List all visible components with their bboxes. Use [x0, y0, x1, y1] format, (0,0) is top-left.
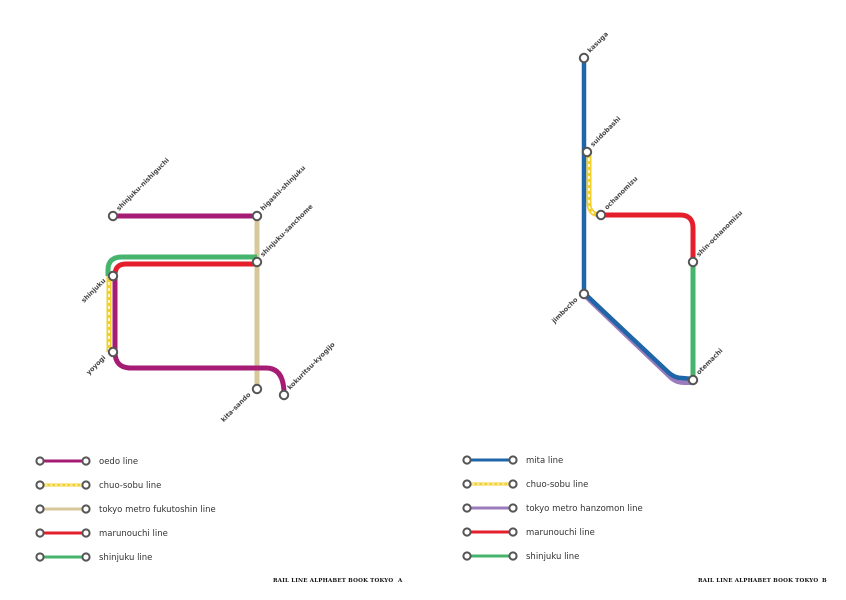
station-label: shin-ochanomizu	[695, 209, 745, 259]
station-label: higashi-shinjuku	[259, 164, 308, 213]
legend-label: oedo line	[99, 457, 138, 467]
footer-title: RAIL LINE ALPHABET BOOK TOKYO	[273, 578, 393, 584]
station-node-suidobashi[interactable]	[581, 146, 593, 158]
station-node-shinjuku[interactable]	[107, 270, 119, 282]
station-node-ochanomizu[interactable]	[595, 209, 607, 221]
station-label: shinjuku	[80, 277, 108, 305]
station-node-jimbocho[interactable]	[578, 288, 590, 300]
legend-label: tokyo metro hanzomon line	[526, 504, 643, 514]
page-a: shinjuku-nishiguchi higashi-shinjuku shi…	[35, 156, 403, 584]
legend-label: shinjuku line	[99, 553, 152, 563]
legend-item: mita line	[462, 455, 563, 466]
mita-line-segment	[581, 58, 694, 382]
shinjuku-line-segment	[105, 254, 257, 276]
legend-b: mita line chuo-sobu line tokyo metro han…	[462, 455, 643, 562]
marunouchi-line-segment	[112, 261, 257, 276]
legend-a: oedo line chuo-sobu line tokyo metro fuk…	[35, 456, 216, 563]
legend-item: shinjuku line	[35, 552, 152, 563]
legend-item: marunouchi line	[462, 527, 595, 538]
station-label: ochanomizu	[603, 174, 640, 211]
legend-label: marunouchi line	[99, 529, 168, 539]
station-label: kita-sando	[219, 390, 252, 423]
station-node-kita-sando[interactable]	[251, 383, 263, 395]
station-label: yoyogi	[85, 354, 108, 377]
legend-label: tokyo metro fukutoshin line	[99, 505, 216, 515]
legend-item: chuo-sobu line	[462, 479, 588, 490]
station-label: kokuritsu-kyogijo	[286, 340, 337, 391]
marunouchi-line-segment	[602, 212, 696, 262]
station-node-shinjuku-nishiguchi[interactable]	[107, 210, 119, 222]
legend-label: mita line	[526, 456, 563, 466]
chuo-sobu-line-segment	[586, 152, 602, 218]
station-label: suidobashi	[589, 115, 623, 149]
legend-label: marunouchi line	[526, 528, 595, 538]
legend-label: chuo-sobu line	[99, 481, 161, 491]
map-b: kasuga suidobashi ochanomizu shin-ochano…	[550, 30, 745, 386]
station-node-kokuritsu-kyogijo[interactable]	[278, 389, 290, 401]
station-node-kasuga[interactable]	[578, 52, 590, 64]
footer-letter: A	[397, 578, 403, 584]
station-label: shinjuku-nishiguchi	[115, 156, 171, 212]
legend-item: marunouchi line	[35, 528, 168, 539]
station-node-higashi-shinjuku[interactable]	[251, 210, 263, 222]
station-node-yoyogi[interactable]	[107, 346, 119, 358]
legend-item: oedo line	[35, 456, 138, 467]
oedo-line-loop-segment	[112, 276, 287, 395]
station-node-shinjuku-sanchome[interactable]	[251, 256, 263, 268]
station-node-shin-ochanomizu[interactable]	[687, 256, 699, 268]
legend-item: tokyo metro hanzomon line	[462, 503, 643, 514]
station-label: shinjuku-sanchome	[259, 202, 315, 258]
station-node-otemachi[interactable]	[687, 374, 699, 386]
station-label: kasuga	[586, 30, 610, 54]
footer-title: RAIL LINE ALPHABET BOOK TOKYO	[698, 578, 818, 584]
page-b: kasuga suidobashi ochanomizu shin-ochano…	[462, 30, 827, 584]
legend-item: chuo-sobu line	[35, 480, 161, 491]
legend-item: tokyo metro fukutoshin line	[35, 504, 216, 515]
station-label: jimbocho	[550, 295, 580, 325]
footer-letter: B	[822, 578, 827, 584]
legend-label: shinjuku line	[526, 552, 579, 562]
station-label: otemachi	[695, 347, 725, 377]
legend-label: chuo-sobu line	[526, 480, 588, 490]
map-a: shinjuku-nishiguchi higashi-shinjuku shi…	[80, 156, 337, 424]
legend-item: shinjuku line	[462, 551, 579, 562]
